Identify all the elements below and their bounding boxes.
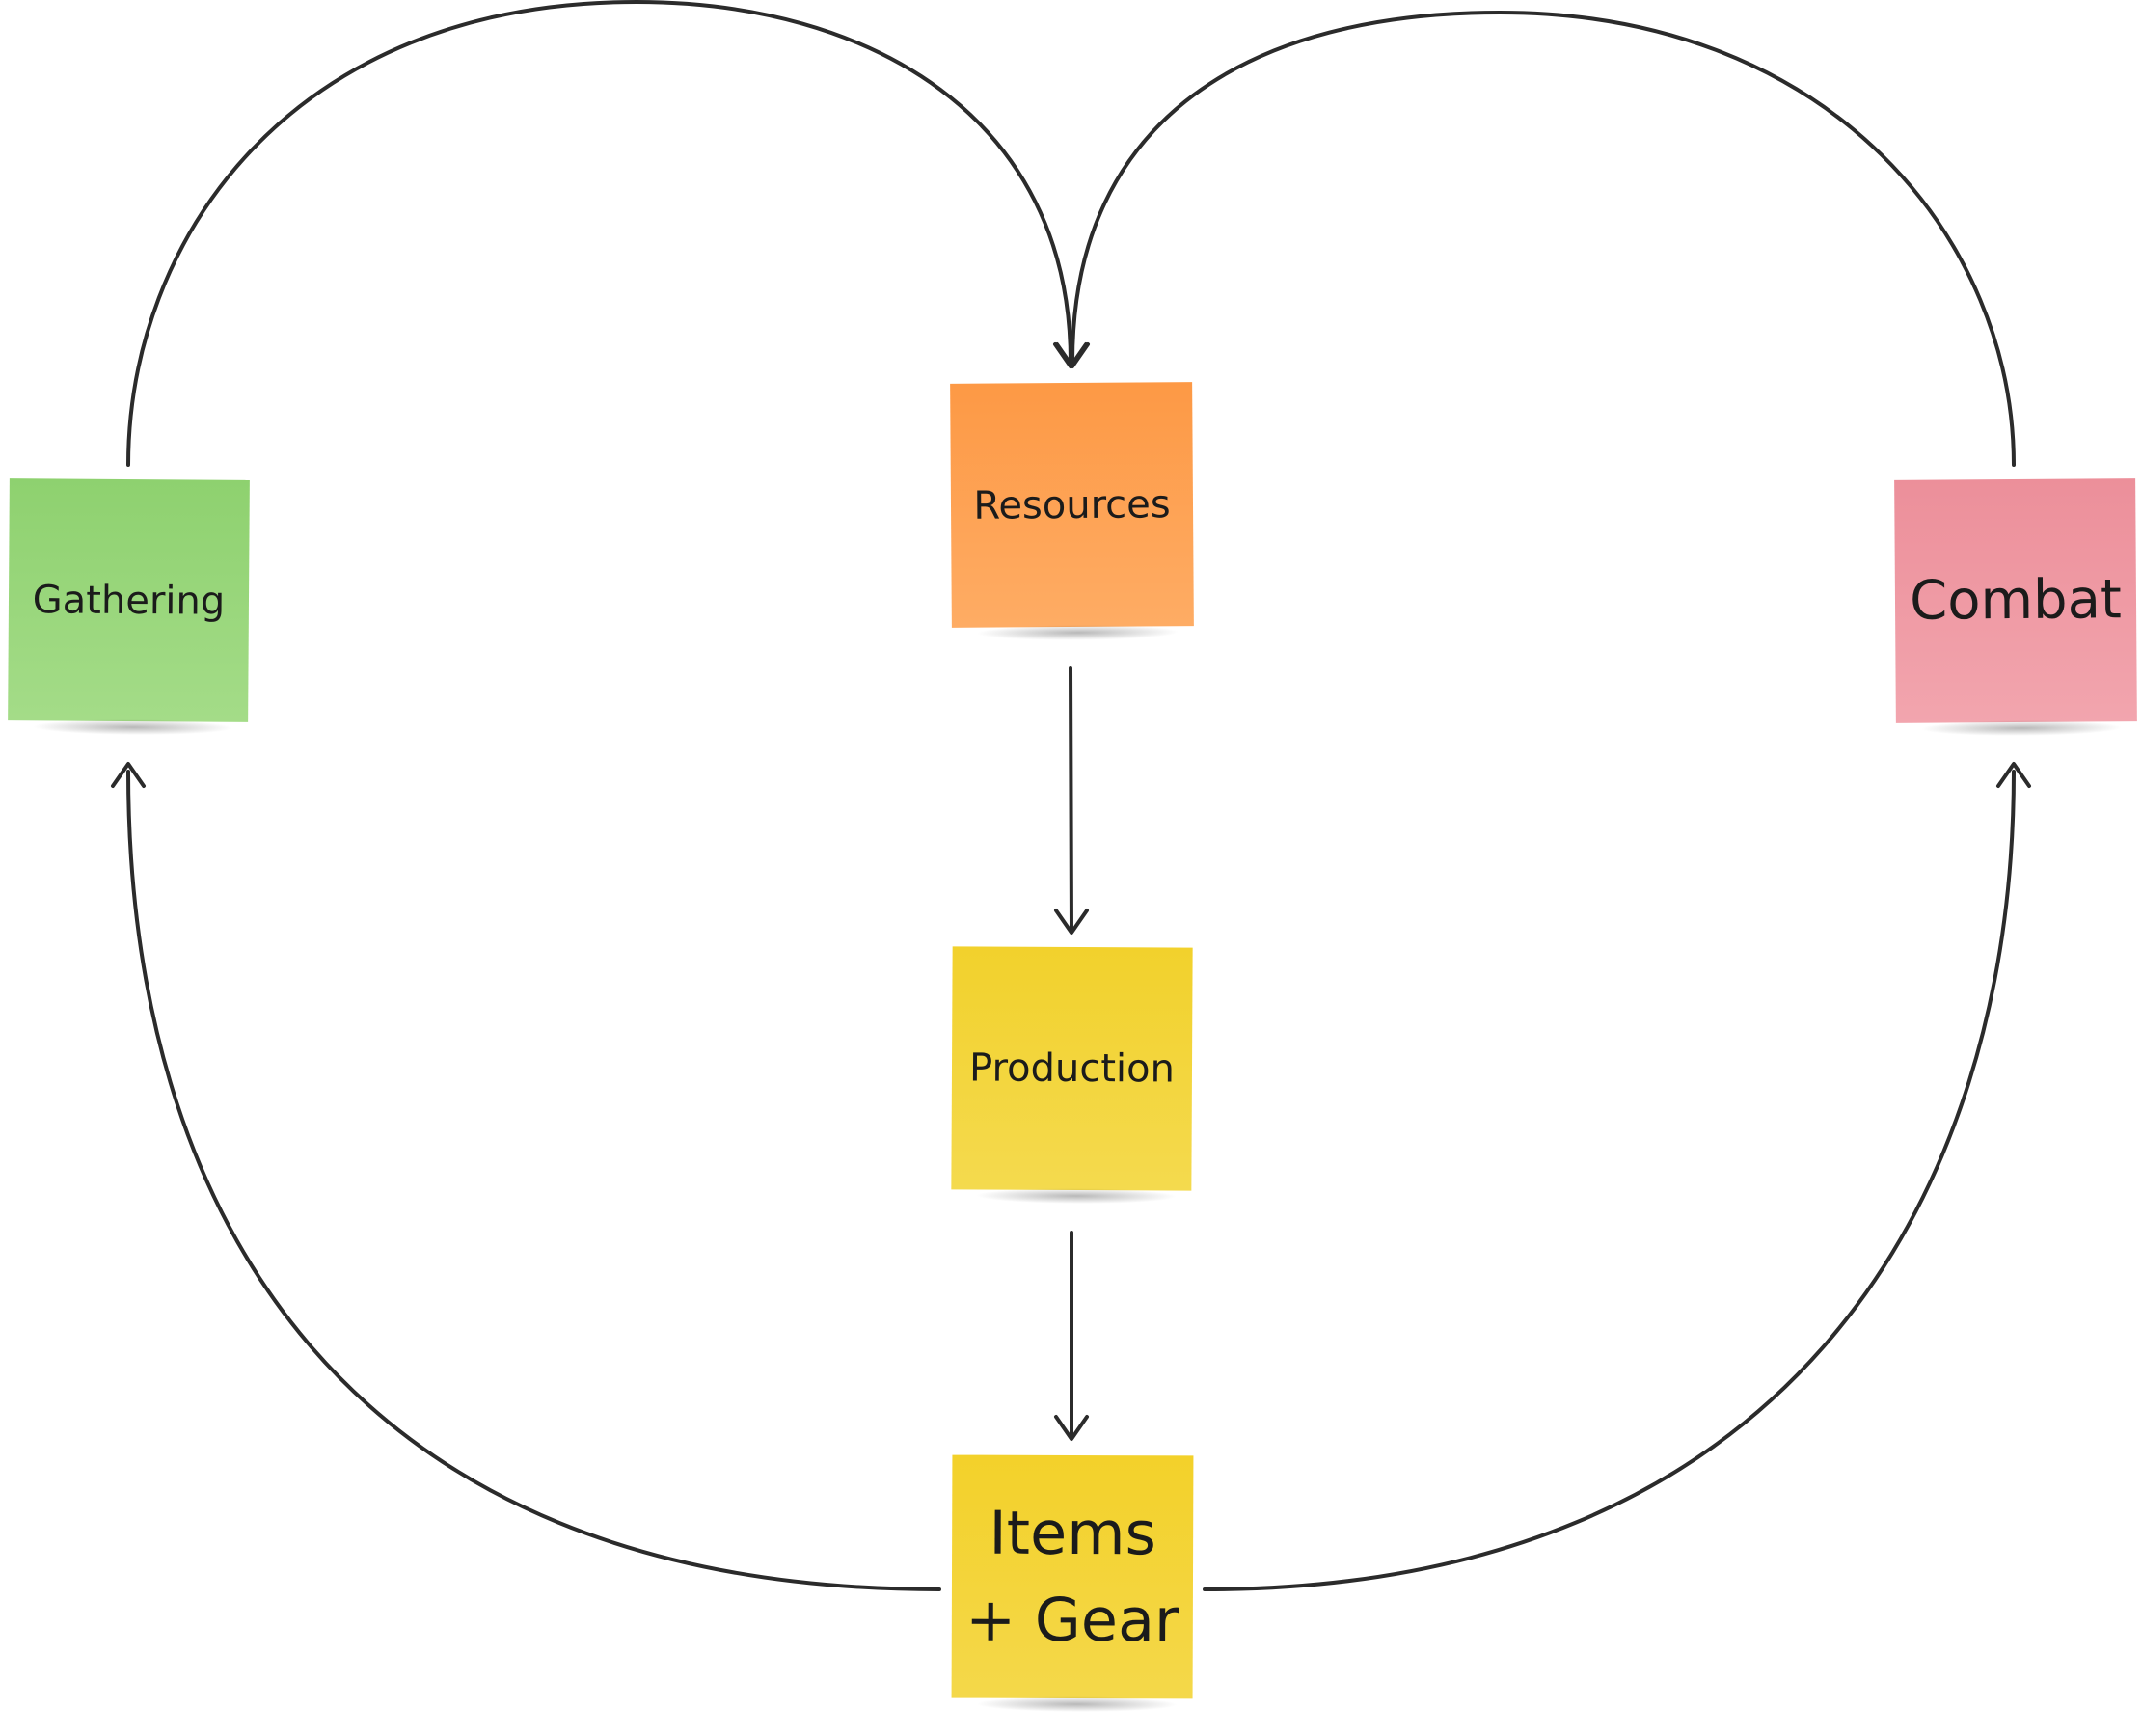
note-label-production: Production [968,1045,1176,1092]
note-label-items-gear: Items + Gear [965,1497,1179,1656]
arrowhead-combat [1996,762,2031,788]
connector-items-gear-to-combat[interactable] [1203,770,2016,1591]
connector-gathering-to-resources[interactable] [126,0,1072,467]
note-label-gathering: Gathering [32,577,226,624]
arrowhead-resources-right [1055,342,1090,368]
note-label-resources: Resources [973,481,1171,529]
sticky-note-gathering[interactable]: Gathering [8,478,250,722]
sticky-note-production[interactable]: Production [951,946,1193,1191]
arrowhead-production [1054,909,1089,935]
connector-combat-to-resources[interactable] [1071,11,2016,467]
arrowhead-items-gear [1054,1415,1089,1441]
note-label-combat: Combat [1909,567,2123,633]
sticky-note-items-gear[interactable]: Items + Gear [951,1454,1194,1699]
arrowhead-gathering [111,762,146,788]
sticky-note-combat[interactable]: Combat [1894,478,2137,723]
connector-items-gear-to-gathering[interactable] [126,770,941,1591]
sticky-note-resources[interactable]: Resources [950,382,1194,628]
